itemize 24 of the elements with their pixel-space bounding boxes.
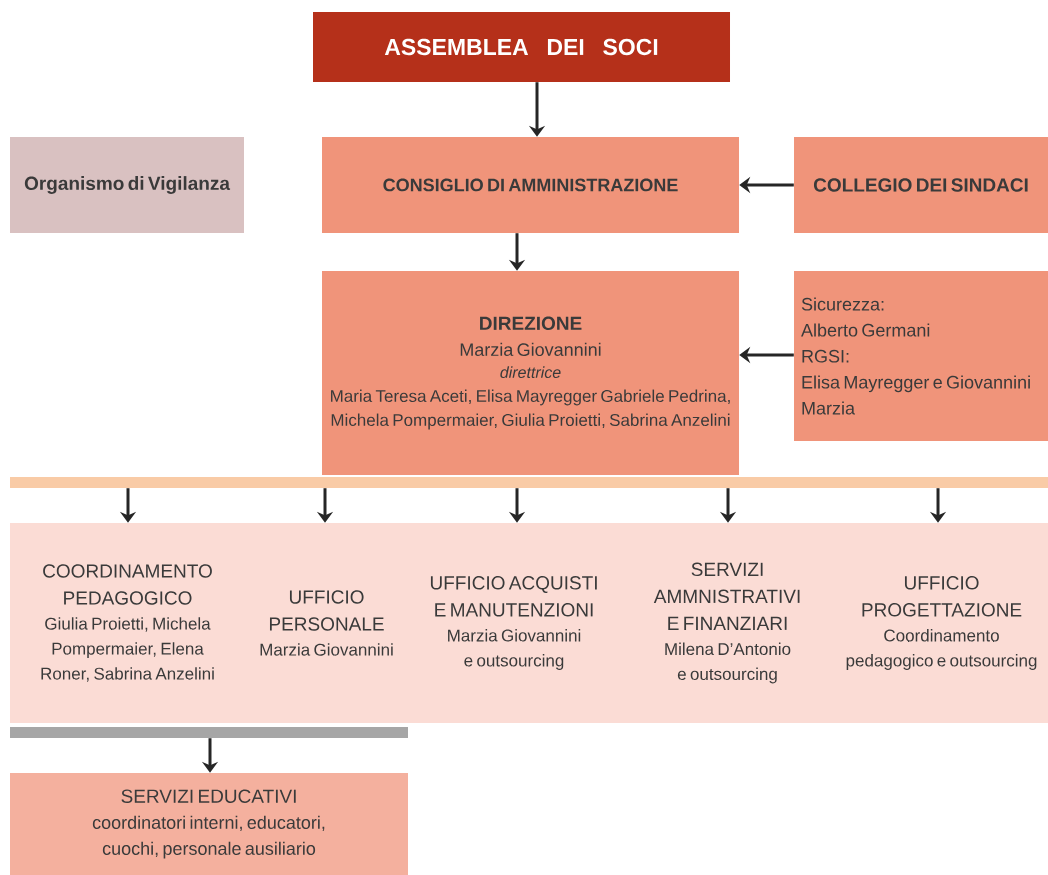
org-box: UFFICIO PERSONALE Marzia Giovannini	[245, 523, 408, 723]
node-label: Marzia Giovannini	[260, 643, 393, 656]
org-box: COORDINAMENTO PEDAGOGICO Giulia Proietti, Michela Pompermaier, Elena Roner, Sabrina Anzelini	[10, 523, 245, 723]
node-label: UFFICIO PERSONALE	[269, 590, 384, 631]
org-box: UFFICIO ACQUISTI E MANUTENZIONI Marzia Giovannini e outsourcing	[408, 523, 620, 723]
node-label: Giulia Proietti, Michela Pompermaier, Elena Roner, Sabrina Anzelini	[41, 617, 214, 682]
node-label: Marzia Giovannini e outsourcing	[448, 629, 581, 670]
node-label: Coordinamento pedagogico e outsourcing	[846, 629, 1037, 670]
org-box: CONSIGLIO DI AMMINISTRAZIONE	[322, 137, 739, 233]
org-box: DIREZIONE Marzia Giovannini direttrice Maria Teresa Aceti, Elisa Mayregger Gabriele Pedrina, Michela Pompermaier, Giulia Proietti, Sabrina Anzelini	[322, 271, 739, 475]
node-label: UFFICIO PROGETTAZIONE	[862, 576, 1022, 617]
org-box: SERVIZI EDUCATIVI coordinatori interni, educatori, cuochi, personale ausiliario	[10, 773, 408, 875]
org-box: UFFICIO PROGETTAZIONE Coordinamento pedagogico e outsourcing	[835, 523, 1048, 723]
org-box: Organismo di Vigilanza	[10, 137, 244, 233]
org-box: Sicurezza: Alberto Germani RGSI: Elisa Mayregger e Giovannini Marzia	[794, 271, 1048, 441]
org-box: SERVIZI AMMNISTRATIVI E FINANZIARI Milena D’Antonio e outsourcing	[620, 523, 835, 723]
top-box: ASSEMBLEA DEI SOCI	[313, 12, 730, 82]
divider-bar	[10, 477, 1048, 488]
node-label: Milena D’Antonio e outsourcing	[665, 642, 791, 684]
node-label: COORDINAMENTO PEDAGOGICO	[43, 564, 212, 605]
divider-bar	[10, 727, 408, 738]
node-label: SERVIZI AMMNISTRATIVI E FINANZIARI	[653, 562, 800, 630]
node-label: UFFICIO ACQUISTI E MANUTENZIONI	[430, 576, 597, 617]
org-box: COLLEGIO DEI SINDACI	[794, 137, 1048, 233]
